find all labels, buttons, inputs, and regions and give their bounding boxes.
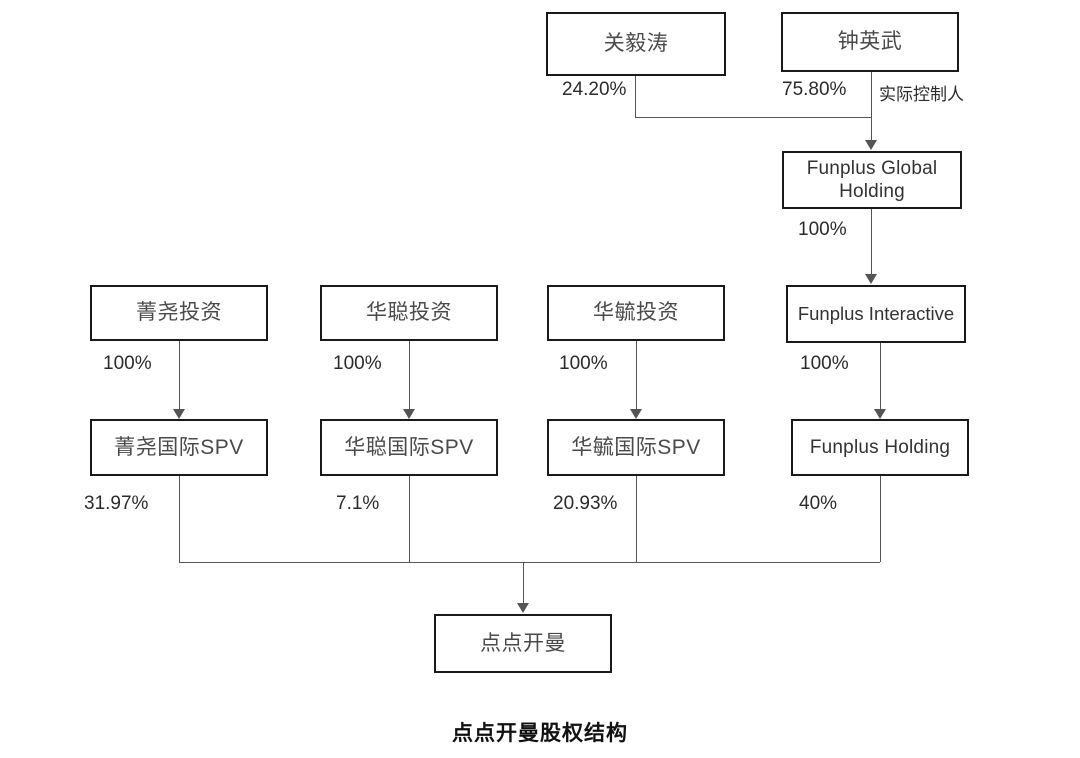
connector-zhong-vertical [871,72,872,141]
connector-huacong-to-spv [409,341,410,411]
arrowhead-into-huayu-spv [630,409,642,419]
connector-huayu-to-spv [636,341,637,411]
edge-label-huacong-to-spv: 100% [333,353,382,374]
edge-label-guan-to-fgh: 24.20% [562,79,627,100]
node-jingyao-spv: 菁尧国际SPV [90,419,268,476]
connector-fgh-to-fi [871,209,872,275]
edge-label-funplus-holding-to-cayman: 40% [799,493,838,514]
node-zhong-yingwu: 钟英武 [781,12,959,72]
node-funplus-interactive: Funplus Interactive [786,285,966,343]
node-zhong-yingwu-label: 钟英武 [837,30,903,54]
edge-label-jingyao-spv-to-cayman: 31.97% [84,493,149,514]
edge-label-jingyao-to-spv: 100% [103,353,152,374]
edge-label-fi-to-funplus-holding: 100% [800,353,849,374]
connector-huayu-spv-down [636,476,637,562]
node-jingyao-investment-label: 菁尧投资 [136,301,222,325]
connector-huacong-spv-down [409,476,410,562]
arrowhead-into-diandian-cayman [517,603,529,613]
node-guan-yitao: 关毅涛 [546,12,726,76]
node-funplus-global-holding-label: Funplus Global Holding [806,157,938,202]
node-funplus-global-holding: Funplus Global Holding [782,151,962,209]
connector-guan-horizontal [635,117,871,118]
node-huacong-spv-label: 华聪国际SPV [344,435,474,459]
node-diandian-cayman: 点点开曼 [434,614,612,673]
edge-label-fgh-to-fi: 100% [798,219,847,240]
node-funplus-holding-label: Funplus Holding [809,436,951,458]
node-huayu-investment-label: 华毓投资 [593,301,679,325]
connector-fi-to-funplus-holding [880,343,881,411]
edge-label-huayu-spv-to-cayman: 20.93% [553,493,618,514]
node-funplus-interactive-label: Funplus Interactive [797,302,955,324]
arrowhead-into-huacong-spv [403,409,415,419]
connector-jingyao-spv-down [179,476,180,562]
connector-funplus-holding-down [880,476,881,562]
node-huayu-investment: 华毓投资 [547,285,725,341]
edge-label-huayu-to-spv: 100% [559,353,608,374]
node-funplus-holding: Funplus Holding [791,419,969,476]
node-huayu-spv: 华毓国际SPV [547,419,725,476]
node-guan-yitao-label: 关毅涛 [603,32,669,56]
node-huacong-spv: 华聪国际SPV [320,419,498,476]
annotation-actual-controller: 实际控制人 [879,85,964,104]
edge-label-huacong-spv-to-cayman: 7.1% [336,493,380,514]
node-jingyao-investment: 菁尧投资 [90,285,268,341]
connector-bus-to-cayman [523,562,524,604]
node-huacong-investment: 华聪投资 [320,285,498,341]
arrowhead-into-funplus-global-holding [865,140,877,150]
node-huacong-investment-label: 华聪投资 [366,301,452,325]
diagram-caption: 点点开曼股权结构 [452,722,628,745]
arrowhead-into-funplus-holding [874,409,886,419]
arrowhead-into-jingyao-spv [173,409,185,419]
connector-guan-vertical [635,76,636,118]
connector-merge-bus [179,562,880,563]
node-diandian-cayman-label: 点点开曼 [480,631,566,655]
connector-jingyao-to-spv [179,341,180,411]
edge-label-zhong-to-fgh: 75.80% [782,79,847,100]
arrowhead-into-funplus-interactive [865,274,877,284]
node-huayu-spv-label: 华毓国际SPV [571,435,701,459]
node-jingyao-spv-label: 菁尧国际SPV [114,435,244,459]
